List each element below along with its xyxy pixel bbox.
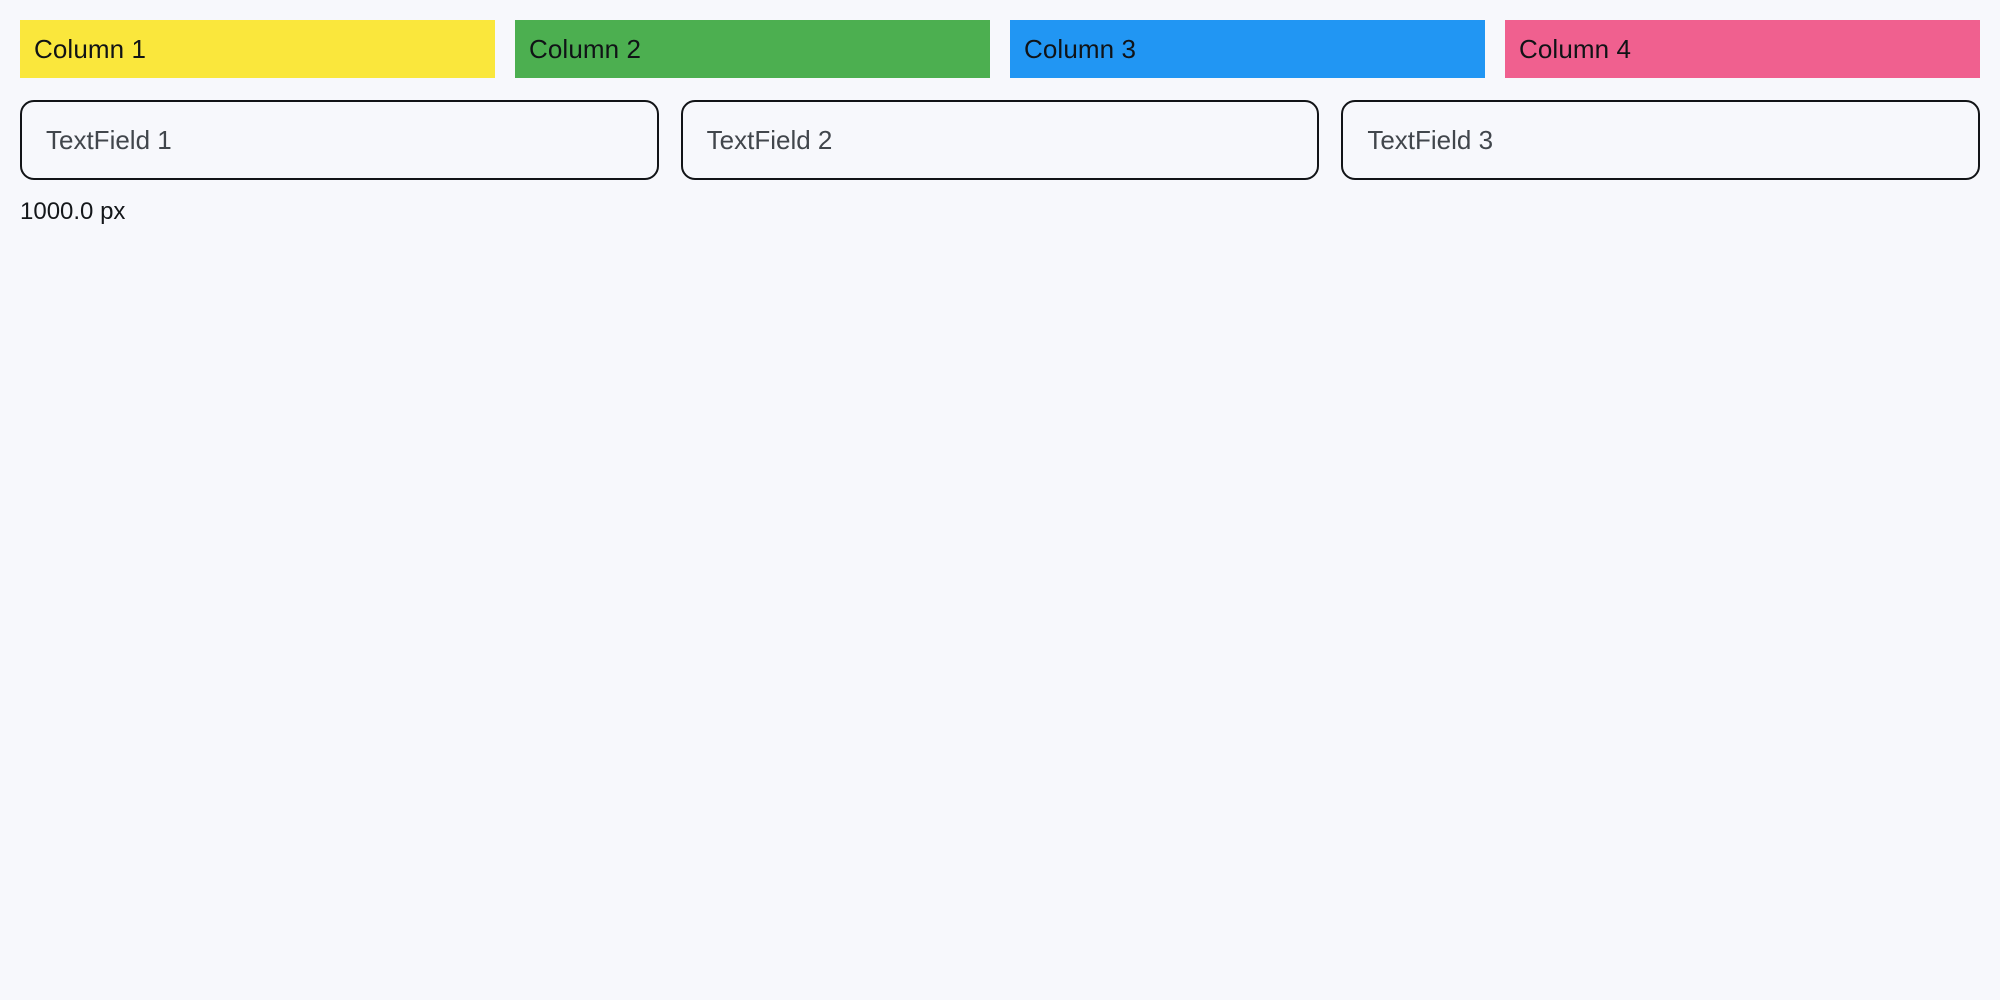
column-label: Column 2: [529, 34, 642, 64]
column-label: Column 3: [1024, 34, 1137, 64]
empty-content-area: [20, 226, 1980, 980]
textfield-1[interactable]: TextField 1: [20, 100, 659, 180]
textfield-3-placeholder: TextField 3: [1367, 125, 1494, 155]
column-label: Column 4: [1519, 34, 1632, 64]
textfield-2[interactable]: TextField 2: [680, 100, 1320, 180]
column-block-4[interactable]: Column 4: [1505, 20, 1980, 78]
column-block-3[interactable]: Column 3: [1010, 20, 1485, 78]
textfield-3[interactable]: TextField 3: [1341, 100, 1981, 180]
column-label: Column 1: [34, 34, 147, 64]
textfield-1-placeholder: TextField 1: [46, 125, 172, 155]
textfields-row: TextField 1 TextField 2 TextField 3: [20, 100, 1981, 180]
textfield-2-placeholder: TextField 2: [706, 125, 833, 155]
columns-row: Column 1 Column 2 Column 3 Column 4: [20, 20, 1980, 78]
measurement-label: 1000.0 px: [20, 198, 126, 225]
column-block-2[interactable]: Column 2: [515, 20, 990, 78]
column-block-1[interactable]: Column 1: [20, 20, 495, 78]
measurement-row: 1000.0 px: [20, 198, 1980, 226]
